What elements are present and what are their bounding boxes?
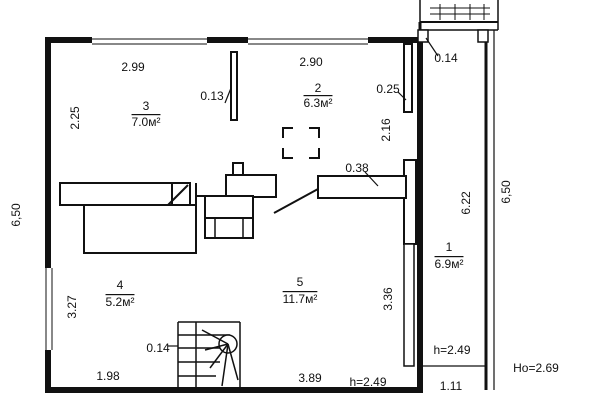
center-marker xyxy=(282,127,320,159)
dim-overall-left: 6,50 xyxy=(9,203,23,227)
dim-bottom-balcony: 1.11 xyxy=(440,379,463,393)
dim-balcony-length: 6.22 xyxy=(459,191,473,215)
dim-top-left: 2.99 xyxy=(121,60,145,74)
room-labels: 3 7.0м² 2 6.3м² 1 6.9м² 4 5.2м² 5 11.7м² xyxy=(106,81,464,309)
room-4-number: 4 xyxy=(117,278,124,292)
dim-216: 2.16 xyxy=(379,118,393,142)
height-main: h=2.49 xyxy=(349,375,386,389)
room-2-area: 6.3м² xyxy=(304,96,333,110)
partition-038 xyxy=(317,175,407,199)
room-5-area: 11.7м² xyxy=(283,292,318,306)
dim-025: 0.25 xyxy=(376,82,400,96)
partition-3-2 xyxy=(230,51,238,121)
window-left-lower xyxy=(45,268,53,350)
room-3-number: 3 xyxy=(143,99,150,113)
dim-014-stair: 0.14 xyxy=(146,341,170,355)
dim-bottom-mid: 3.89 xyxy=(298,371,322,385)
dim-013: 0.13 xyxy=(200,89,224,103)
room-5-number: 5 xyxy=(297,275,304,289)
dim-room3-height: 2.25 xyxy=(68,106,82,130)
chimney-block xyxy=(225,174,277,198)
partition-right-upper xyxy=(403,43,413,113)
height-balcony: h=2.49 xyxy=(433,343,470,357)
dimension-labels: 2.99 2.90 0.13 0.25 0.14 0.38 0.14 1.98 … xyxy=(96,51,559,393)
room-1-area: 6.9м² xyxy=(435,257,464,271)
dim-bottom-left: 1.98 xyxy=(96,369,120,383)
dim-038: 0.38 xyxy=(345,161,369,175)
vertical-dimension-labels: 6,50 2.25 3.27 2.16 3.36 6.22 6,50 xyxy=(9,106,513,319)
dim-room5-height: 3.36 xyxy=(381,287,395,311)
window-top-left xyxy=(92,37,207,45)
dim-room4-height: 3.27 xyxy=(65,295,79,319)
dim-overall-right: 6,50 xyxy=(499,180,513,204)
staircase xyxy=(177,321,241,390)
dim-014-top: 0.14 xyxy=(434,51,458,65)
room-1-number: 1 xyxy=(446,240,453,254)
room-4-area: 5.2м² xyxy=(106,295,135,309)
dim-top-right: 2.90 xyxy=(299,55,323,69)
room-2-number: 2 xyxy=(315,81,322,95)
room-3-area: 7.0м² xyxy=(132,115,161,129)
height-outside: Hо=2.69 xyxy=(513,361,559,375)
window-top-right xyxy=(248,37,368,45)
partition-right-lower xyxy=(403,159,417,245)
